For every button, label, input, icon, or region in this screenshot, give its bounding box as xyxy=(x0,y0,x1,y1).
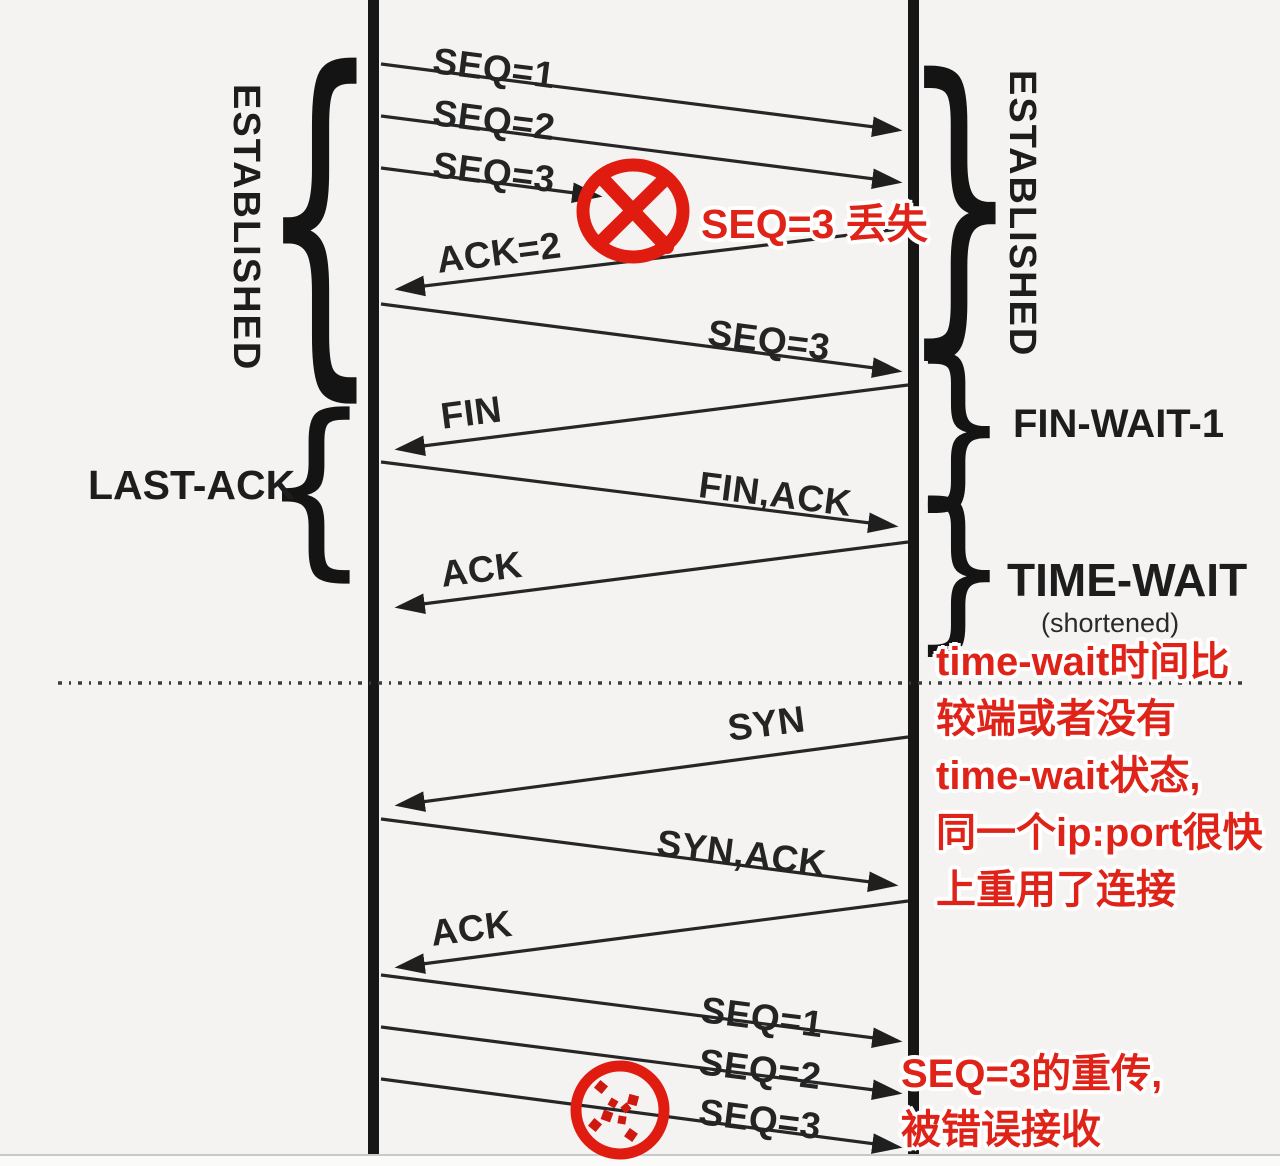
annotation-timewait-line3: time-wait状态, xyxy=(936,754,1201,798)
arrow-seq1-bottom xyxy=(380,973,903,1048)
annotation-timewait-note: time-wait时间比 较端或者没有 time-wait状态, 同一个ip:p… xyxy=(936,634,1263,919)
annotation-retransmit-note: SEQ=3的重传, 被错误接收 xyxy=(901,1046,1162,1158)
arrow-seq3-bottom xyxy=(380,1077,903,1154)
corrupted-packet-icon xyxy=(570,1060,670,1160)
arrow-seq3-resend xyxy=(380,302,903,378)
brace-left-established: { xyxy=(259,0,381,433)
arrow-ack-open xyxy=(394,899,909,974)
state-right-established: ESTABLISHED xyxy=(1001,70,1043,358)
brace-right-established: } xyxy=(901,11,1019,386)
message-label-fin: FIN xyxy=(438,388,505,437)
lost-packet-x-icon xyxy=(576,158,690,264)
annotation-retransmit-line1: SEQ=3的重传, xyxy=(901,1052,1163,1096)
timeline-right xyxy=(908,0,919,1154)
annotation-timewait-line1: time-wait时间比 xyxy=(936,640,1230,684)
state-right-time-wait: TIME-WAIT xyxy=(1007,554,1248,606)
arrow-seq3-lost xyxy=(380,166,603,203)
annotation-timewait-line5: 上重用了连接 xyxy=(936,868,1176,912)
brace-right-time-wait: } xyxy=(908,465,1010,671)
arrow-seq2-bottom xyxy=(380,1025,903,1100)
arrow-seq1-top xyxy=(380,62,903,137)
state-right-time-wait-shortened: (shortened) xyxy=(1041,608,1180,638)
message-arrows xyxy=(380,62,909,1154)
brace-right-fin-wait-1: } xyxy=(908,321,1010,527)
timeline-left xyxy=(368,0,379,1154)
brace-left-last-ack: { xyxy=(260,373,372,599)
annotation-timewait-line2: 较端或者没有 xyxy=(936,697,1176,741)
annotation-timewait-line4: 同一个ip:port很快 xyxy=(936,811,1263,855)
arrow-fin-ack xyxy=(380,460,899,534)
arrow-syn-ack xyxy=(380,817,899,892)
arrow-ack-close xyxy=(394,540,909,614)
state-left-established: ESTABLISHED xyxy=(225,84,267,372)
state-right-fin-wait-1: FIN-WAIT-1 xyxy=(1013,402,1225,446)
state-left-last-ack: LAST-ACK xyxy=(88,462,296,508)
arrow-seq2-top xyxy=(380,114,903,189)
arrow-syn xyxy=(394,735,909,812)
arrow-fin xyxy=(394,383,909,457)
annotation-seq3-lost: SEQ=3 丢失 xyxy=(701,201,928,247)
annotation-retransmit-line2: 被错误接收 xyxy=(901,1108,1101,1152)
